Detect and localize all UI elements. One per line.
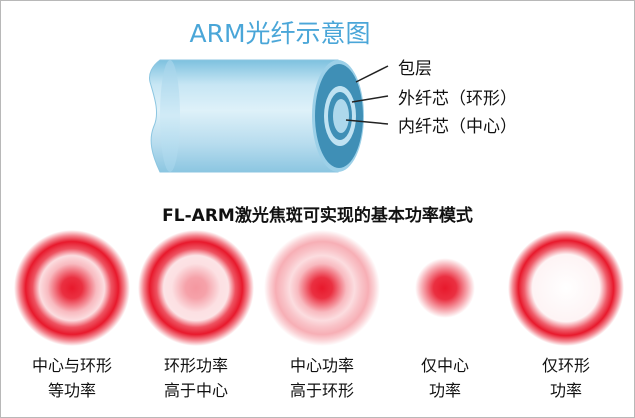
cladding-label: 包层 [398,59,432,79]
mode-caption-line: 仅中心 [420,356,469,375]
inner-core [333,99,349,133]
inner-core-label: 内纤芯（中心） [398,117,517,137]
mode-caption-line: 环形功率 [163,356,228,375]
laser-spot-3 [264,230,380,346]
mode-caption-line: 仅环形 [541,356,590,375]
mode-caption-5: 仅环形 功率 [506,353,626,403]
leader-line-outer-core [351,95,389,103]
mode-caption-line: 等功率 [47,381,96,400]
mode-caption-line: 功率 [428,381,461,400]
laser-spot-1 [14,230,130,346]
mode-caption-2: 环形功率 高于中心 [136,353,256,403]
fiber-cylinder-body [149,59,339,173]
mode-caption-line: 高于环形 [289,381,354,400]
leader-line-inner-core [345,119,389,125]
mode-caption-3: 中心功率 高于环形 [262,353,382,403]
mode-caption-line: 中心与环形 [31,356,112,375]
laser-spot-4 [399,242,491,334]
mode-caption-line: 功率 [549,381,582,400]
power-modes-title: FL-ARM激光焦斑可实现的基本功率模式 [162,206,473,226]
fiber-illustration [149,59,389,173]
leader-line-cladding [355,65,389,83]
mode-caption-4: 仅中心 功率 [385,353,505,403]
mode-caption-line: 中心功率 [289,356,354,375]
laser-spot-5 [508,230,624,346]
diagram-title: ARM光纤示意图 [189,19,371,48]
mode-caption-line: 高于中心 [163,381,228,400]
mode-caption-1: 中心与环形 等功率 [12,353,132,403]
power-mode-spots [14,230,624,346]
laser-spot-2 [138,230,254,346]
fiber-cut-face [160,60,180,172]
outer-core-label: 外纤芯（环形） [398,89,517,109]
